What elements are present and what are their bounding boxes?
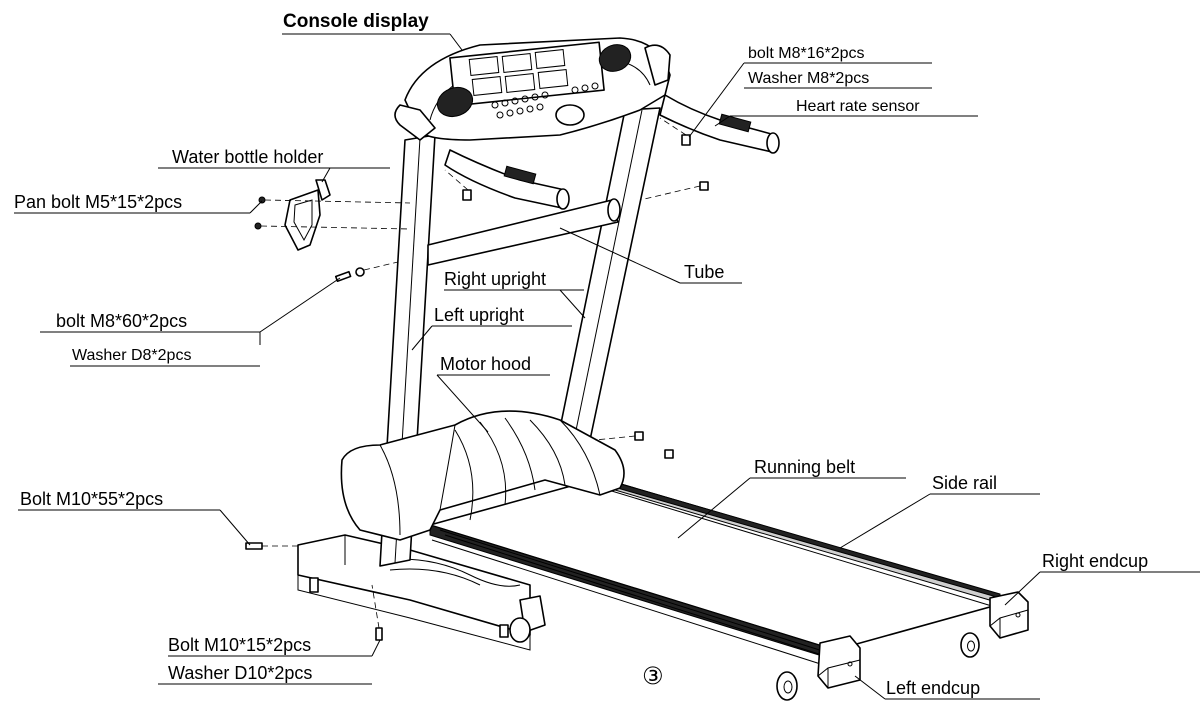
label-pan-bolt-m5: Pan bolt M5*15*2pcs — [14, 192, 182, 212]
rear-wheels — [776, 632, 980, 701]
label-bolt-m10-55: Bolt M10*55*2pcs — [20, 489, 163, 509]
tube — [427, 198, 621, 266]
label-bolt-m10-15: Bolt M10*15*2pcs — [168, 635, 311, 655]
label-motor-hood: Motor hood — [440, 354, 531, 374]
label-water-bottle-holder: Water bottle holder — [172, 147, 323, 167]
label-bolt-m8-60: bolt M8*60*2pcs — [56, 311, 187, 331]
label-running-belt: Running belt — [754, 457, 855, 477]
figure-number: ③ — [642, 662, 664, 690]
right-upright — [557, 107, 661, 441]
label-heart-rate-sensor: Heart rate sensor — [796, 98, 920, 115]
right-endcap — [989, 591, 1029, 639]
left-endcap — [817, 635, 861, 689]
label-console-display: Console display — [283, 11, 429, 32]
label-right-endcup: Right endcup — [1042, 551, 1148, 571]
label-washer-d8: Washer D8*2pcs — [72, 347, 191, 364]
label-side-rail: Side rail — [932, 473, 997, 493]
leader-lines — [14, 33, 1200, 700]
motor-hood — [340, 410, 625, 541]
label-bolt-m8-16: bolt M8*16*2pcs — [748, 45, 865, 62]
left-handlebar — [444, 149, 570, 210]
label-washer-d10: Washer D10*2pcs — [168, 663, 312, 683]
deck — [429, 477, 1016, 668]
console — [394, 37, 671, 141]
base-frame — [297, 534, 546, 651]
right-handlebar — [659, 94, 780, 154]
label-right-upright: Right upright — [444, 269, 546, 289]
label-left-endcup: Left endcup — [886, 678, 980, 698]
water-bottle-holder — [284, 179, 331, 251]
label-left-upright: Left upright — [434, 305, 524, 325]
label-washer-m8: Washer M8*2pcs — [748, 70, 869, 87]
label-tube: Tube — [684, 262, 724, 282]
